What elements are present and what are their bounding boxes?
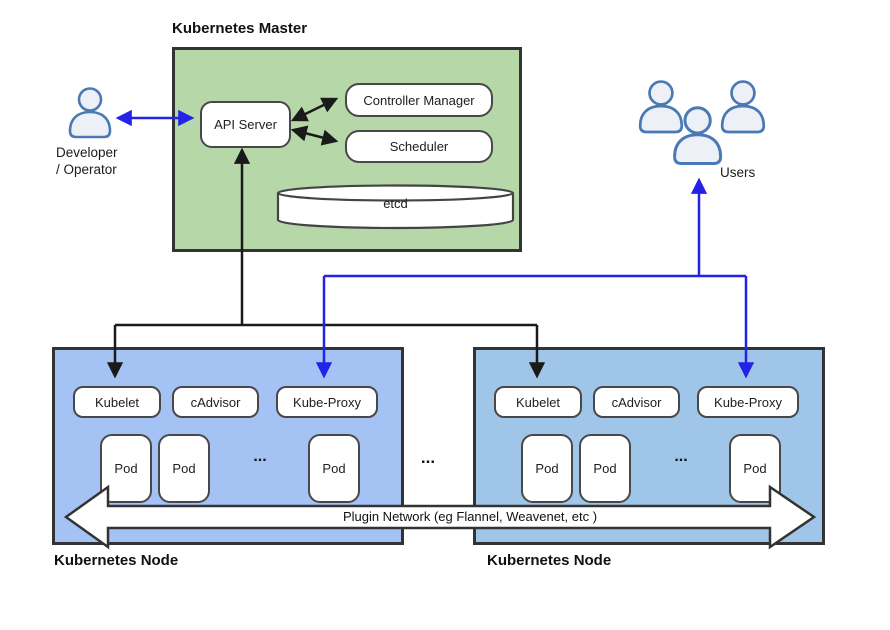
- pod-box: Pod: [100, 434, 152, 503]
- users-label: Users: [720, 165, 756, 180]
- node-left-title: Kubernetes Node: [54, 552, 179, 569]
- pod-box: Pod: [158, 434, 210, 503]
- cadvisor-box: cAdvisor: [172, 386, 259, 418]
- person-icon: [68, 87, 112, 139]
- scheduler-box: Scheduler: [345, 130, 493, 163]
- api-server-box: API Server: [200, 101, 291, 148]
- master-title: Kubernetes Master: [172, 20, 308, 37]
- node-right-title: Kubernetes Node: [487, 552, 612, 569]
- etcd-label: etcd: [383, 196, 408, 211]
- kube-proxy-box: Kube-Proxy: [697, 386, 799, 418]
- kube-proxy-box: Kube-Proxy: [276, 386, 378, 418]
- kubernetes-master-box: API Server Controller Manager Scheduler …: [172, 47, 522, 252]
- pod-box: Pod: [729, 434, 781, 503]
- pods-ellipsis: ...: [253, 448, 267, 465]
- user-group-icon: [638, 80, 766, 165]
- controller-manager-box: Controller Manager: [345, 83, 493, 117]
- kubelet-box: Kubelet: [73, 386, 161, 418]
- pods-ellipsis: ...: [674, 448, 688, 465]
- pod-box: Pod: [521, 434, 573, 503]
- database-cylinder-icon: [276, 184, 515, 230]
- developer-label-line2: / Operator: [56, 162, 117, 177]
- cadvisor-box: cAdvisor: [593, 386, 680, 418]
- pod-box: Pod: [308, 434, 360, 503]
- developer-label: Developer / Operator: [56, 144, 118, 178]
- pod-box: Pod: [579, 434, 631, 503]
- kubelet-box: Kubelet: [494, 386, 582, 418]
- etcd-cylinder: etcd: [276, 184, 515, 230]
- between-nodes-ellipsis: ...: [420, 448, 436, 467]
- developer-label-line1: Developer: [56, 145, 118, 160]
- plugin-network-label: Plugin Network (eg Flannel, Weavenet, et…: [342, 509, 598, 524]
